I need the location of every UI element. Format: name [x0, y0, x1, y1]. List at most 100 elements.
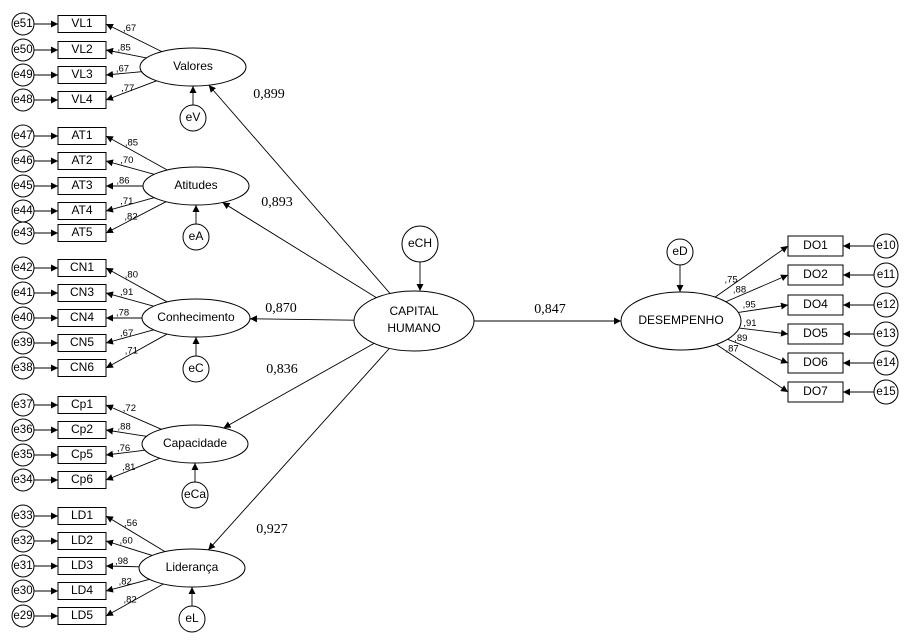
error-label: e35	[13, 449, 32, 461]
loading-arrow	[105, 70, 142, 78]
construct-label: Atitudes	[174, 178, 217, 192]
error-label: e12	[876, 299, 895, 311]
construct-node	[141, 424, 249, 464]
error-label: eV	[186, 110, 201, 124]
loading-label: ,80	[125, 269, 138, 280]
loading-label: ,67	[116, 63, 129, 74]
construct-label: Capacidade	[163, 436, 227, 450]
loading-label: ,56	[124, 518, 137, 529]
capital-humano-label-line1: CAPITAL	[389, 304, 438, 318]
indicator-label: CN6	[70, 360, 94, 374]
path-coef-desempenho: 0,847	[534, 302, 566, 317]
loading-arrow	[105, 201, 167, 234]
loading-label: ,72	[123, 403, 136, 414]
loading-arrow	[105, 23, 163, 53]
loading-label: ,89	[734, 333, 747, 344]
indicator-box	[57, 421, 107, 439]
error-label: eC	[188, 361, 204, 375]
error-label: e10	[876, 240, 895, 252]
indicator-label: AT2	[71, 153, 92, 167]
error-node	[11, 554, 35, 578]
indicator-label: AT3	[71, 178, 92, 192]
error-node	[11, 418, 35, 442]
loading-label: ,82	[123, 594, 136, 605]
loading-arrow	[105, 291, 154, 307]
error-label: e47	[13, 130, 32, 142]
indicator-label: DO1	[803, 238, 828, 252]
error-label: e15	[876, 386, 895, 398]
indicator-box	[57, 532, 107, 550]
indicator-box	[57, 177, 107, 195]
loading-arrow	[105, 457, 161, 481]
indicator-box	[57, 309, 107, 327]
loading-arrow	[105, 583, 164, 617]
loading-label: ,60	[120, 536, 133, 547]
error-node	[182, 223, 210, 251]
error-node	[873, 350, 899, 376]
error-label: eCa	[184, 487, 206, 501]
loading-label: ,95	[743, 299, 756, 310]
indicator-box	[57, 359, 107, 377]
indicator-box	[57, 202, 107, 220]
loading-arrow	[105, 404, 162, 430]
loading-label: ,78	[116, 308, 129, 319]
indicator-label: LD1	[71, 508, 93, 522]
indicator-label: VL1	[71, 16, 93, 30]
path-coef: 0,927	[256, 522, 288, 537]
indicator-label: CN1	[70, 260, 94, 274]
error-label-ed: eD	[672, 244, 688, 258]
loading-arrow	[105, 47, 147, 59]
error-node	[11, 393, 35, 417]
loading-label: ,77	[121, 83, 134, 94]
indicator-label: Cp2	[71, 422, 93, 436]
loading-label: ,71	[120, 196, 133, 207]
loading-arrow	[739, 327, 789, 337]
indicator-label: VL2	[71, 42, 93, 56]
error-label: e30	[13, 585, 32, 597]
loading-label: ,98	[115, 556, 128, 567]
indicator-box	[57, 507, 107, 525]
loading-arrow	[105, 515, 166, 553]
indicator-label: CN5	[70, 335, 94, 349]
indicator-box	[57, 66, 107, 84]
indicator-label: CN3	[70, 285, 94, 299]
error-node	[873, 292, 899, 318]
loading-arrow	[105, 578, 150, 593]
loading-label: ,85	[125, 137, 138, 148]
indicator-box	[57, 127, 107, 145]
indicator-box	[787, 323, 844, 345]
construct-label: Valores	[173, 59, 213, 73]
indicator-label: AT1	[71, 128, 92, 142]
indicator-label: LD5	[71, 608, 93, 622]
indicator-label: LD3	[71, 558, 93, 572]
error-node	[11, 468, 35, 492]
construct-node	[139, 47, 247, 87]
error-label: e45	[13, 180, 32, 192]
error-node	[179, 104, 207, 132]
error-label: e51	[13, 18, 32, 30]
error-node	[11, 281, 35, 305]
error-label: e33	[13, 510, 32, 522]
construct-label: Conhecimento	[157, 310, 235, 324]
loading-arrow	[105, 562, 140, 570]
loading-label: ,91	[120, 287, 133, 298]
desempenho-node	[620, 291, 742, 351]
loading-label: ,70	[120, 155, 133, 166]
error-node	[873, 233, 899, 259]
error-label: e43	[13, 227, 32, 239]
indicator-box	[787, 294, 844, 316]
indicator-box	[57, 471, 107, 489]
loading-arrow	[725, 274, 789, 303]
error-label: e29	[13, 610, 32, 622]
path-coef: 0,899	[253, 87, 285, 102]
indicator-label: DO4	[803, 297, 828, 311]
desempenho-label: DESEMPENHO	[638, 313, 723, 327]
path-arrow	[207, 348, 390, 551]
error-node	[873, 321, 899, 347]
loading-label: ,67	[120, 328, 133, 339]
indicator-box	[57, 334, 107, 352]
error-node	[11, 38, 35, 62]
error-label: e40	[13, 312, 32, 324]
indicator-label: CN4	[70, 310, 94, 324]
indicator-box	[57, 582, 107, 600]
